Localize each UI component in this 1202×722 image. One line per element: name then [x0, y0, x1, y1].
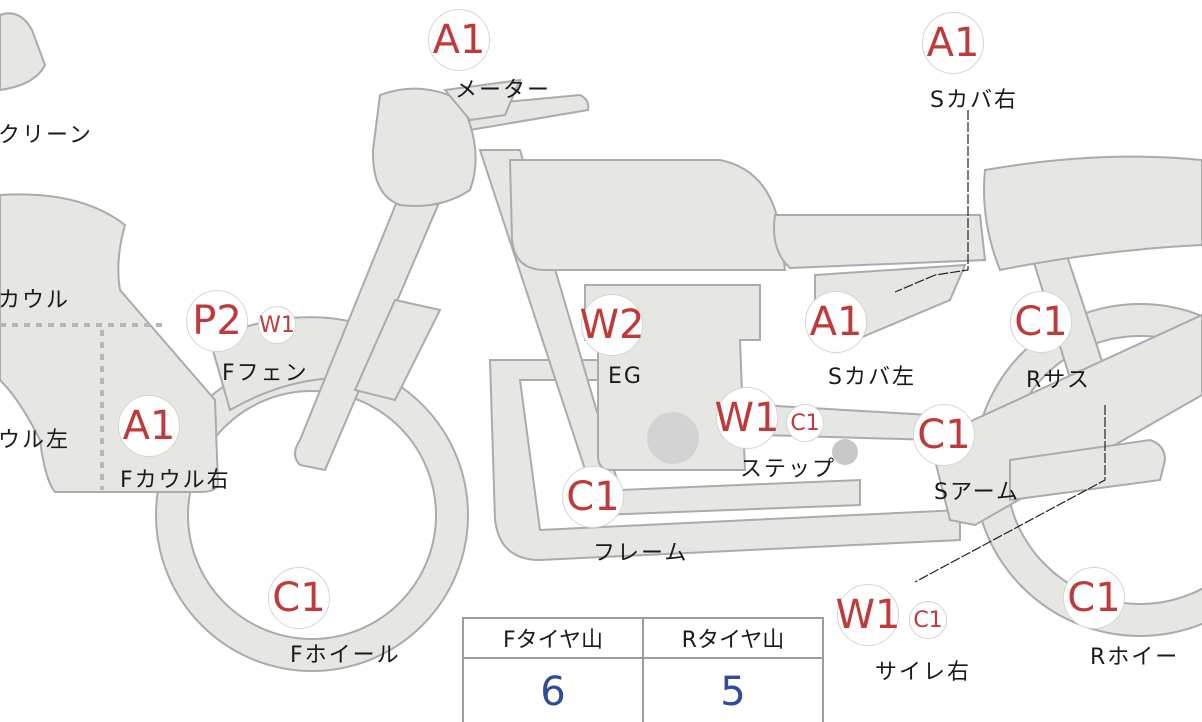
badge-muffler-right-w1: W1 [836, 584, 901, 646]
badge-side-cover-right: A1 [922, 12, 984, 74]
label-cowl-left: ウル左 [0, 428, 71, 453]
fuel-tank [508, 159, 787, 271]
badge-muffler-right-c1: C1 [909, 601, 947, 639]
label-side-cover-right: Sカバ右 [930, 88, 1018, 113]
badge-front-wheel: C1 [268, 567, 330, 629]
header-front-tire: Fタイヤ山 [462, 617, 644, 659]
badge-engine: W2 [580, 294, 645, 356]
badge-frame: C1 [562, 466, 624, 528]
headlight [371, 87, 477, 207]
badge-rear-wheel: C1 [1063, 567, 1125, 629]
cowl-divider-lines [0, 323, 165, 490]
value-front-tire: 6 [462, 657, 644, 722]
badge-step-c1: C1 [786, 404, 824, 442]
label-frame: フレーム [593, 541, 689, 566]
label-side-cover-left: Sカバ左 [828, 365, 916, 390]
badge-front-fender-w1: W1 [258, 306, 296, 344]
badge-front-cowl-right: A1 [118, 395, 180, 457]
fork-upper [353, 298, 442, 402]
label-rear-wheel: Rホイー [1090, 645, 1180, 670]
frame-lower [488, 359, 961, 562]
leader-line-muffler-right [914, 405, 1106, 583]
header-rear-tire: Rタイヤ山 [642, 617, 824, 659]
badge-swing-arm: C1 [913, 404, 975, 466]
label-screen: クリーン [0, 123, 93, 148]
meter [443, 78, 522, 122]
label-cowl: カウル [0, 288, 71, 313]
label-engine: EG [608, 364, 643, 389]
tail-cowl [983, 155, 1202, 272]
label-muffler-right: サイレ右 [875, 660, 972, 685]
badge-meter: A1 [428, 9, 490, 71]
label-front-wheel: Fホイール [290, 643, 401, 668]
badge-front-fender-p2: P2 [186, 290, 248, 352]
step-peg [832, 439, 858, 465]
value-rear-tire: 5 [642, 657, 824, 722]
seat [773, 214, 987, 270]
badge-rear-suspension: C1 [1010, 291, 1072, 353]
label-step: ステップ [740, 457, 837, 482]
front-fork [294, 118, 472, 472]
label-meter: メーター [455, 78, 552, 103]
label-front-fender: Fフェン [222, 361, 309, 386]
label-rear-suspension: Rサス [1026, 368, 1091, 393]
badge-step-w1: W1 [715, 387, 780, 449]
label-swing-arm: Sアーム [934, 480, 1020, 505]
leader-line-side-cover-right [894, 110, 969, 293]
screen [0, 12, 47, 92]
label-front-cowl-right: Fカウル右 [120, 468, 231, 493]
badge-side-cover-left: A1 [805, 291, 867, 353]
muffler [1009, 438, 1167, 502]
tire-tread-table: Fタイヤ山 Rタイヤ山 6 5 [462, 617, 824, 722]
engine-cover [647, 412, 699, 464]
